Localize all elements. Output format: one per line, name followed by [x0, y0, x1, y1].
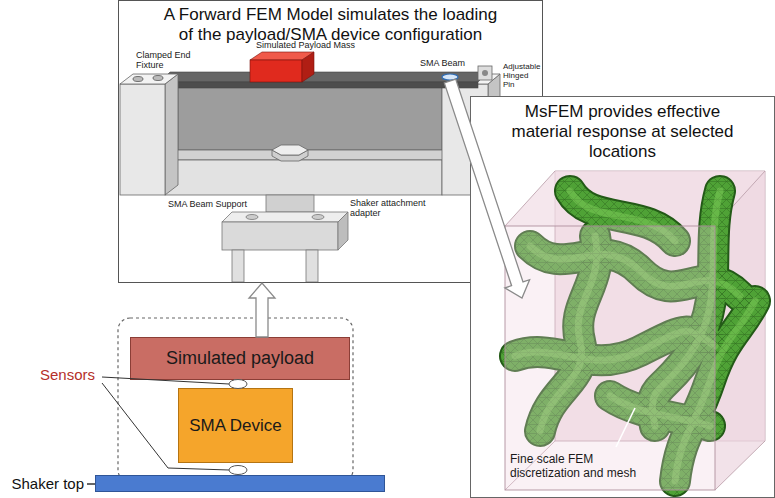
label-holder: Fine scale FEM discretization and mesh	[510, 452, 660, 480]
hinge-pin-part	[482, 70, 488, 76]
porous-cube-illustration-part	[505, 226, 715, 490]
shaker-top-bar: Shaker top	[95, 475, 385, 492]
beam-support-part	[272, 145, 308, 155]
label-holder: Simulated Payload Mass	[256, 40, 355, 50]
porous-cube-illustration-part-part	[505, 171, 555, 226]
beam-support-part	[165, 160, 442, 195]
sma-device-box: SMA Device	[178, 388, 293, 463]
beam-support	[165, 84, 454, 195]
mesh-callout: Fine scale FEM discretization and mesh	[510, 452, 660, 480]
part-label: Clamped End Fixture	[136, 50, 194, 70]
part-label: Adjustable Hinged Pin	[503, 62, 542, 89]
label-holder: Sensors	[40, 366, 95, 383]
sensor-markers-part	[229, 380, 247, 389]
shaker-adapter-part	[222, 212, 348, 222]
box-label: SMA Device	[185, 416, 286, 436]
msfem-panel: MsFEM provides effective material respon…	[470, 96, 775, 498]
shaker-adapter-part	[246, 215, 258, 220]
shaker-adapter-part	[222, 222, 338, 250]
part-label: Simulated Payload Mass	[256, 40, 355, 50]
box-label: Simulated payload	[162, 348, 318, 369]
clamp-block-part	[120, 84, 165, 195]
block-arrow	[444, 79, 529, 298]
payload-mass-part	[302, 52, 314, 82]
panel-heading: MsFEM provides effective material respon…	[505, 102, 740, 162]
device-group-outline	[118, 318, 353, 482]
shaker-adapter-part	[266, 195, 314, 212]
sma-beam-part	[160, 82, 478, 88]
sensor-markers-part-part	[102, 377, 229, 384]
label-holder: SMA Beam	[420, 58, 465, 68]
sma-beam-part	[160, 72, 488, 82]
sensor-markers-part	[102, 377, 229, 470]
porous-cube-illustration-part	[505, 171, 765, 490]
label-holder: SMA Beam Support	[168, 199, 247, 209]
sensor-markers-part-part	[102, 383, 229, 470]
part-label: Shaker attachment adapter	[350, 198, 432, 218]
label-holder: Shaker attachment adapter	[350, 198, 432, 218]
hinge-pin-part	[478, 66, 492, 80]
clamp-block-part	[120, 74, 178, 84]
porous-cube-illustration-part-part	[715, 441, 765, 490]
sensor-markers-part	[229, 466, 247, 475]
box-label: Shaker top	[11, 475, 84, 492]
porous-cube-illustration-part	[616, 408, 635, 447]
shaker-adapter-part	[232, 250, 244, 282]
part-label: SMA Beam Support	[168, 199, 247, 209]
beam-support-part	[165, 150, 454, 160]
part-label: SMA Beam	[420, 58, 465, 68]
leader-line	[87, 483, 95, 484]
beam-support-part	[178, 84, 442, 150]
shaker-adapter-part	[306, 250, 318, 282]
block-arrow	[249, 283, 275, 337]
payload-mass-part	[250, 60, 302, 82]
label-holder: Adjustable Hinged Pin	[503, 62, 542, 89]
payload-box: Simulated payload	[130, 337, 350, 380]
shaker-adapter-part	[338, 212, 348, 250]
clamp-block	[120, 74, 178, 195]
label-holder: Clamped End Fixture	[136, 50, 194, 70]
hinge-pin	[478, 66, 492, 80]
clamp-block-part	[133, 77, 143, 82]
payload-mass	[250, 52, 314, 82]
clamp-block-part	[165, 74, 178, 195]
sma-beam	[160, 72, 488, 88]
clamp-block-part	[153, 76, 163, 81]
sensors-label: Sensors	[40, 366, 95, 383]
shaker-adapter-part	[312, 215, 324, 220]
panel-heading: A Forward FEM Model simulates the loadin…	[158, 5, 503, 45]
